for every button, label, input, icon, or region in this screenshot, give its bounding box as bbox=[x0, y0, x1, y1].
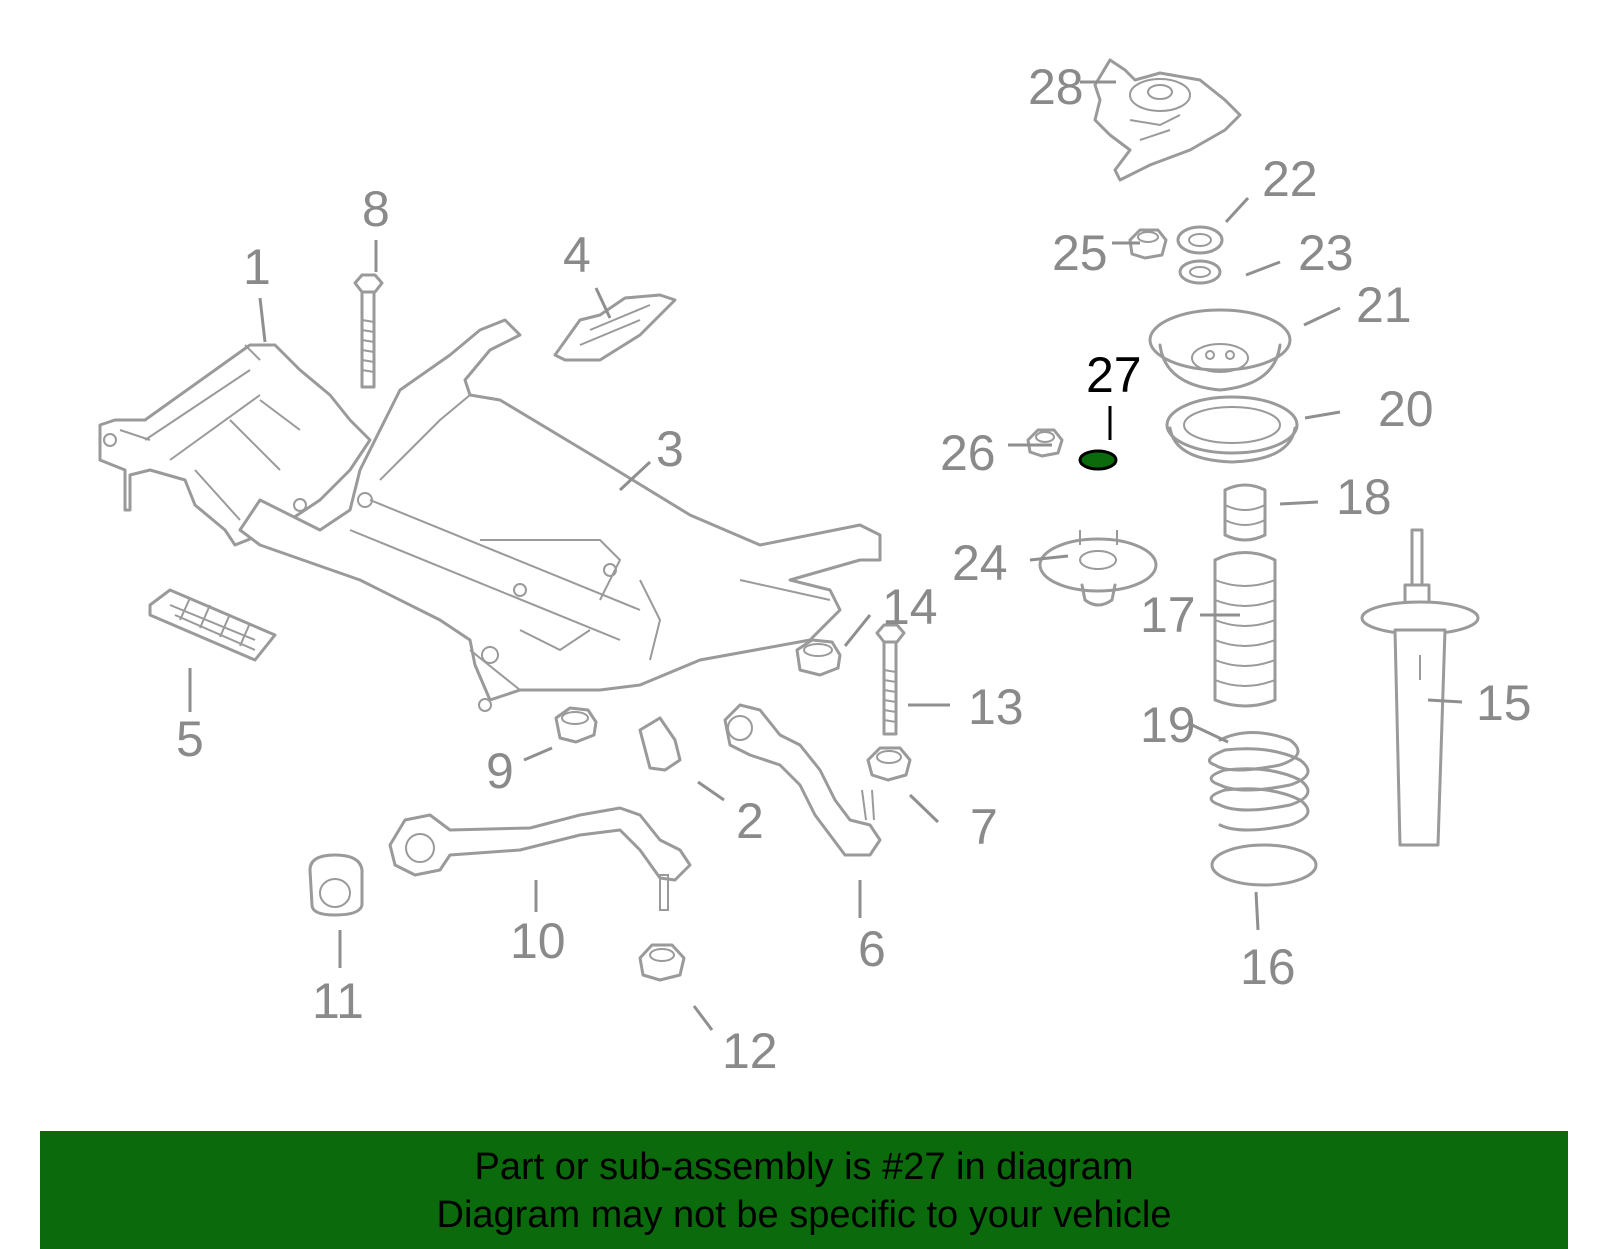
callout-2: 2 bbox=[736, 793, 764, 849]
callout-21: 21 bbox=[1356, 277, 1412, 333]
part-11-bushing[interactable] bbox=[308, 853, 364, 917]
part-8-bolt[interactable] bbox=[353, 273, 384, 389]
callout-labels: 1 2 3 4 5 6 7 8 9 10 11 12 13 14 15 16 1… bbox=[176, 59, 1532, 1079]
callout-16: 16 bbox=[1240, 939, 1296, 995]
callout-27: 27 bbox=[1086, 347, 1142, 403]
part-28-strut-tower[interactable] bbox=[1093, 58, 1242, 182]
callout-9: 9 bbox=[486, 743, 514, 799]
callout-12: 12 bbox=[722, 1023, 778, 1079]
part-2-bushing-pad[interactable] bbox=[638, 716, 682, 772]
callout-5: 5 bbox=[176, 711, 204, 767]
callout-17: 17 bbox=[1140, 587, 1196, 643]
part-21-spring-seat[interactable] bbox=[1148, 308, 1292, 392]
callout-13: 13 bbox=[968, 679, 1024, 735]
callout-23: 23 bbox=[1298, 225, 1354, 281]
callout-1: 1 bbox=[243, 239, 271, 295]
part-1-subframe-bracket[interactable] bbox=[98, 343, 372, 547]
callout-19: 19 bbox=[1140, 697, 1196, 753]
callout-11: 11 bbox=[312, 973, 364, 1029]
callout-4: 4 bbox=[563, 227, 591, 283]
callout-25: 25 bbox=[1052, 225, 1108, 281]
banner-line-1: Part or sub-assembly is #27 in diagram bbox=[474, 1146, 1134, 1188]
part-22-washer[interactable] bbox=[1176, 225, 1224, 255]
leader-lines bbox=[188, 80, 1463, 1031]
part-18-bump-stop[interactable] bbox=[1223, 483, 1267, 542]
callout-8: 8 bbox=[362, 181, 390, 237]
part-4-bracket-plate[interactable] bbox=[553, 293, 677, 362]
callout-14: 14 bbox=[882, 579, 938, 635]
callout-28: 28 bbox=[1028, 59, 1084, 115]
callout-10: 10 bbox=[510, 913, 566, 969]
callout-7: 7 bbox=[970, 799, 998, 855]
callout-24: 24 bbox=[952, 535, 1008, 591]
part-20-spring-pad[interactable] bbox=[1165, 395, 1299, 464]
part-24-strut-mount[interactable] bbox=[1038, 530, 1158, 607]
part-23-washer[interactable] bbox=[1178, 259, 1222, 285]
info-banner: Part or sub-assembly is #27 in diagram D… bbox=[40, 1131, 1568, 1249]
callout-15: 15 bbox=[1476, 675, 1532, 731]
callout-26: 26 bbox=[940, 425, 996, 481]
callout-6: 6 bbox=[858, 921, 886, 977]
part-14-nut[interactable] bbox=[795, 638, 842, 677]
callout-3: 3 bbox=[656, 421, 684, 477]
callout-20: 20 bbox=[1378, 381, 1434, 437]
callout-18: 18 bbox=[1336, 469, 1392, 525]
part-3-crossmember[interactable] bbox=[238, 318, 882, 712]
part-19-coil-spring[interactable] bbox=[1207, 731, 1310, 832]
part-10-wishbone[interactable] bbox=[388, 806, 692, 911]
part-27-cap[interactable] bbox=[1078, 449, 1118, 471]
part-12-nut[interactable] bbox=[638, 943, 686, 982]
part-26-nut[interactable] bbox=[1026, 428, 1064, 458]
part-16-isolator[interactable] bbox=[1210, 843, 1318, 887]
part-9-nut[interactable] bbox=[554, 706, 598, 744]
banner-line-2: Diagram may not be specific to your vehi… bbox=[436, 1194, 1172, 1236]
part-17-dust-boot[interactable] bbox=[1213, 551, 1277, 708]
part-5-grille-cover[interactable] bbox=[148, 588, 277, 662]
part-6-control-arm[interactable] bbox=[723, 703, 882, 857]
part-13-bolt[interactable] bbox=[875, 623, 906, 736]
part-25-nut[interactable] bbox=[1128, 228, 1168, 260]
part-15-strut[interactable] bbox=[1360, 528, 1480, 847]
part-7-nut[interactable] bbox=[866, 746, 912, 782]
callout-22: 22 bbox=[1262, 151, 1318, 207]
